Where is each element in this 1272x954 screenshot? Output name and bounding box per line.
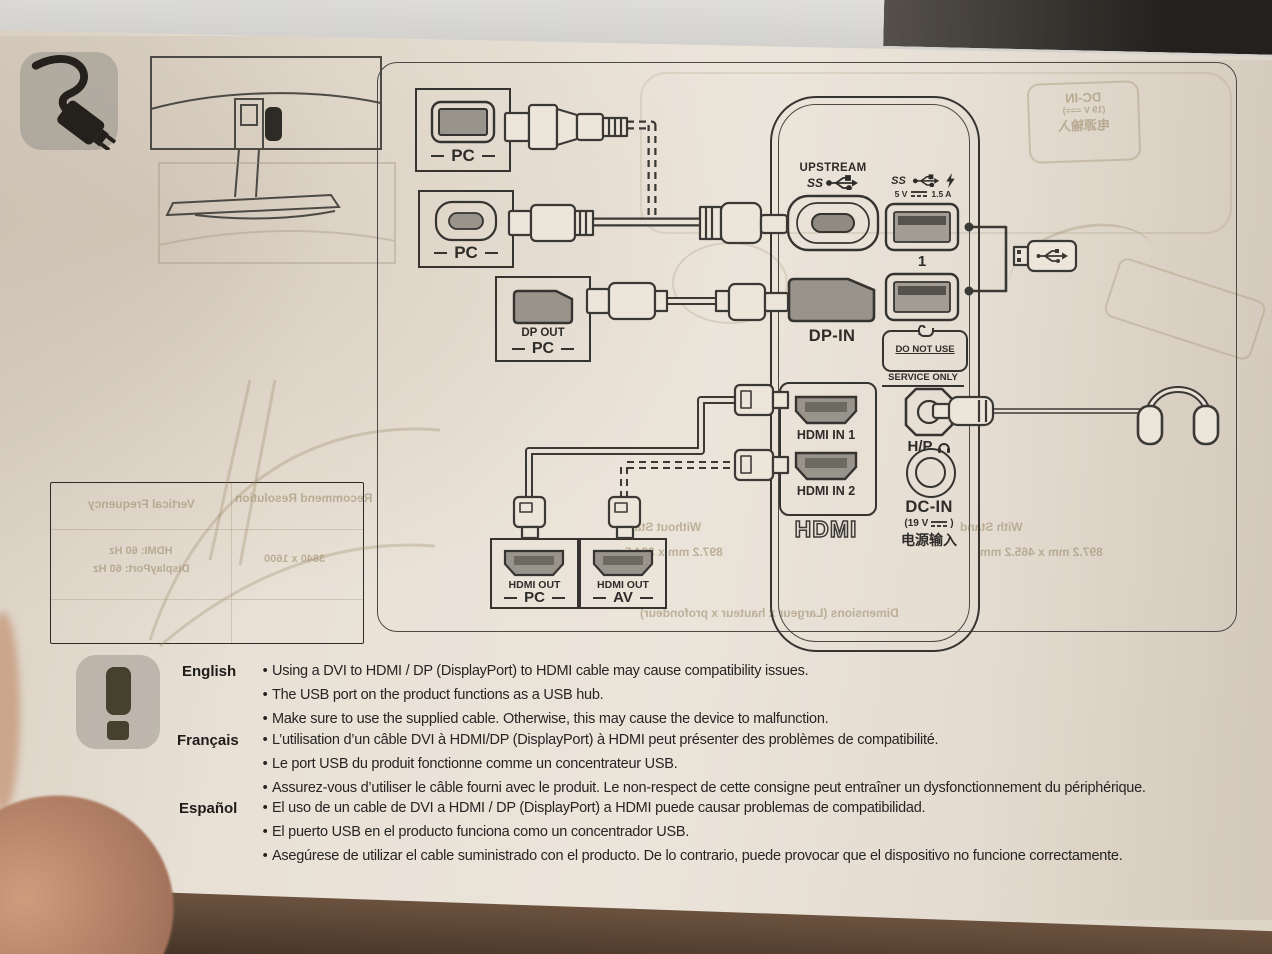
hdmi-plug-in-1	[733, 383, 790, 417]
source-box-label: PC	[492, 589, 577, 606]
hdmi-plug-pc	[512, 495, 547, 540]
photo-dark-object	[883, 0, 1272, 55]
headphones-icon	[1136, 386, 1220, 446]
dc-in-port-inner	[915, 457, 946, 488]
power-cable-badge	[20, 52, 118, 152]
paper-shading	[0, 36, 820, 676]
hdmi-port-icon	[592, 549, 654, 577]
finger-edge	[0, 612, 20, 812]
service-only-label: SERVICE ONLY	[882, 372, 964, 387]
hdmi-in-1-port	[794, 395, 858, 425]
hdmi-plug-av	[607, 495, 642, 540]
hdmi-in-1-label: HDMI IN 1	[796, 428, 856, 442]
do-not-use-box: DO NOT USE	[882, 328, 968, 372]
paper-right-shade	[980, 60, 1272, 920]
note-line: •Asegúrese de utilizar el cable suminist…	[262, 848, 1123, 864]
dc-in-label: DC-IN	[905, 498, 953, 516]
hdmi-in-2-label: HDMI IN 2	[796, 484, 856, 498]
usb-a-port-icon	[430, 100, 496, 144]
usb-superspeed-icon	[826, 175, 858, 190]
note-line: •Make sure to use the supplied cable. Ot…	[262, 711, 829, 727]
usb-port-1	[884, 202, 960, 252]
note-line: •L’utilisation d’un câble DVI à HDMI/DP …	[262, 732, 939, 748]
power-cable-icon	[31, 55, 117, 152]
dc-symbol-icon	[931, 520, 948, 527]
ss-label: SS	[806, 175, 823, 190]
ss-label: SS	[891, 174, 906, 187]
source-box-label: PC	[420, 243, 512, 263]
lang-label-english: English	[182, 663, 237, 680]
usb-power-label: SS 5 V 1.5 A	[884, 173, 962, 199]
upstream-label-group: UPSTREAM SS	[786, 162, 880, 190]
source-box-label: PC	[417, 146, 509, 166]
note-line: •El uso de un cable de DVI a HDMI / DP (…	[262, 800, 926, 816]
hdmi-plug-in-2	[733, 448, 790, 482]
ghost-monitor-front	[148, 379, 441, 648]
dc-in-spec: (19 V )	[904, 518, 954, 529]
port-label: HDMI OUT	[597, 579, 649, 591]
usb-port-1-label: 1	[917, 253, 927, 270]
source-box-dp-out-pc: DP OUT PC	[495, 276, 591, 362]
usb-port-2	[884, 272, 960, 322]
lang-label-espanol: Español	[179, 800, 238, 817]
port-label: DP OUT	[521, 327, 565, 339]
charging-bolt-icon	[946, 173, 955, 188]
audio-plug	[931, 395, 995, 427]
warning-badge	[76, 655, 160, 749]
hdmi-in-2-port	[794, 451, 858, 481]
dc-in-cn-label: 电源输入	[901, 532, 957, 548]
dc-symbol-icon	[911, 191, 928, 197]
source-box-label: AV	[581, 589, 665, 606]
box-notch	[918, 328, 934, 337]
usb-c-plug	[507, 201, 789, 245]
ghost-spec-table: Vertical Frequency Recommend Resolution …	[50, 482, 372, 644]
power-spec-volts: 5 V	[894, 189, 908, 199]
note-line: •Le port USB du produit fonctionne comme…	[262, 756, 678, 772]
note-line: •Using a DVI to HDMI / DP (DisplayPort) …	[262, 663, 809, 679]
note-line: •Assurez-vous d’utiliser le câble fourni…	[262, 780, 1146, 796]
power-spec-amps: 1.5 A	[931, 189, 952, 199]
dp-in-port	[787, 277, 876, 323]
upstream-label: UPSTREAM	[799, 162, 867, 174]
note-line: •El puerto USB en el producto funciona c…	[262, 824, 690, 840]
usb-a-plug	[503, 103, 629, 151]
usb-c-port-icon	[434, 200, 498, 242]
source-box-label: PC	[497, 340, 589, 358]
usb-hub-bracket	[969, 225, 1008, 293]
dp-plug	[585, 281, 790, 322]
usb-flash-drive-icon	[1012, 239, 1078, 273]
dp-in-label: DP-IN	[808, 327, 856, 345]
dp-port-icon	[512, 289, 574, 325]
hdmi-logo: HDMI	[794, 515, 858, 543]
hdmi-in-group	[779, 382, 877, 516]
do-not-use-label: DO NOT USE	[895, 344, 955, 355]
monitor-rear-illustration	[150, 56, 396, 264]
note-line: •The USB port on the product functions a…	[262, 687, 604, 703]
lang-label-francais: Français	[177, 732, 239, 749]
hdmi-port-icon	[503, 549, 565, 577]
source-box-hdmi-out-pc: HDMI OUT PC	[490, 538, 579, 609]
usb-superspeed-icon	[912, 174, 940, 187]
dc-in-port	[906, 448, 956, 498]
monitor-io-panel-inner	[778, 104, 970, 642]
port-label: HDMI OUT	[508, 579, 561, 591]
monitor-io-panel	[770, 96, 980, 652]
